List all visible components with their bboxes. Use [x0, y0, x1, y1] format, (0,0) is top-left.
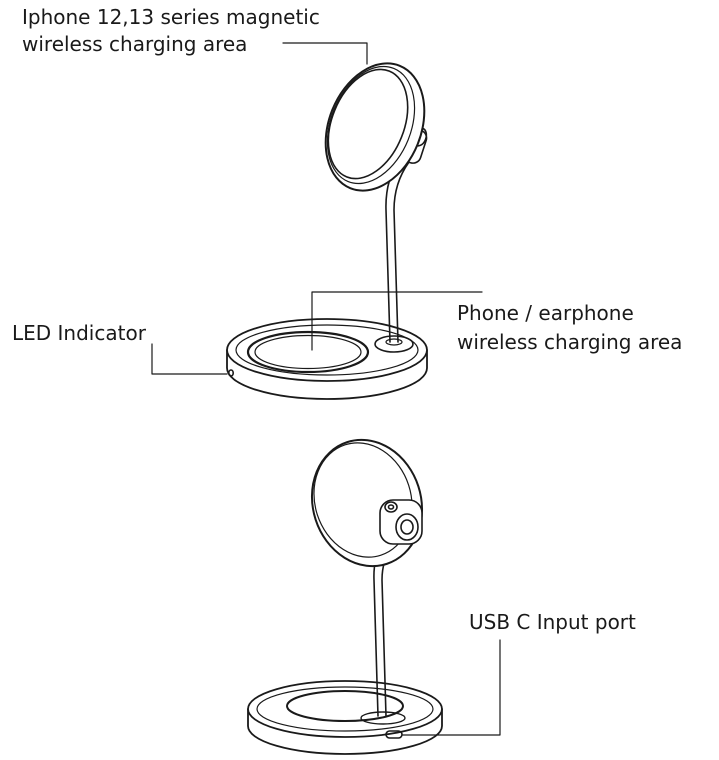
front-view-charger — [226, 62, 428, 400]
rear-base — [247, 680, 443, 755]
led-dot — [228, 369, 235, 377]
label-led-indicator: LED Indicator — [12, 321, 146, 345]
label-base-area-line1: Phone / earphone — [457, 301, 634, 325]
leader-usb-port — [402, 639, 501, 736]
front-gooseneck — [385, 157, 410, 343]
rear-magnetic-puck — [310, 438, 424, 568]
leader-magnetic-area — [282, 42, 368, 65]
label-base-area-line2: wireless charging area — [457, 330, 683, 354]
usb-c-port — [385, 730, 403, 739]
front-base — [226, 318, 428, 400]
rear-view-charger — [247, 438, 443, 755]
label-usb-port: USB C Input port — [469, 610, 636, 634]
leader-base-area — [311, 291, 483, 351]
label-magnetic-area-line1: Iphone 12,13 series magnetic — [22, 5, 320, 29]
label-magnetic-area-line2: wireless charging area — [22, 32, 248, 56]
leader-lines — [151, 42, 501, 736]
leader-led — [151, 343, 228, 375]
front-magnetic-puck — [324, 62, 426, 192]
